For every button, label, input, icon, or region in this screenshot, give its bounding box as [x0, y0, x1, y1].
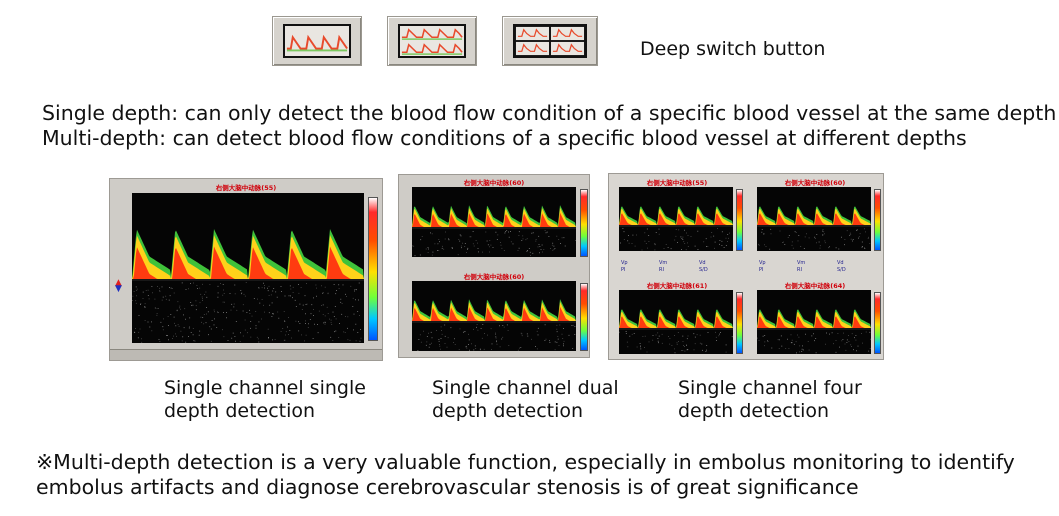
caption-quad-line2: depth detection: [678, 400, 830, 422]
doppler-spectrum-3: [619, 290, 733, 354]
vessel-title-2: 右侧大脑中动脉(60): [784, 179, 846, 187]
note-line1: ※Multi-depth detection is a very valuabl…: [36, 450, 1015, 474]
param-vm: Vm: [659, 260, 668, 266]
single-depth-button[interactable]: [272, 16, 362, 66]
flow-direction-icon: ▼: [115, 284, 122, 294]
caption-single-line2: depth detection: [164, 400, 316, 422]
caption-single: Single channel single depth detection: [164, 377, 366, 423]
caption-dual-line2: depth detection: [432, 400, 584, 422]
param-vp: Vp: [621, 260, 628, 266]
color-scale-bar-bottom: [580, 283, 588, 351]
param-vd-2: Vd: [837, 260, 844, 266]
multi-depth-description: Multi-depth: can detect blood flow condi…: [42, 126, 967, 150]
significance-note: ※Multi-depth detection is a very valuabl…: [36, 450, 1015, 500]
color-scale-bar-4: [874, 292, 881, 354]
quad-waveform-icon: [513, 24, 587, 58]
doppler-spectrum-bottom: [412, 281, 576, 351]
param-ri-2: RI: [797, 267, 802, 273]
color-scale-bar: [368, 197, 378, 341]
param-pi-2: PI: [759, 267, 764, 273]
spectrum-trace-bottom: [412, 299, 576, 351]
switch-button-label: Deep switch button: [640, 38, 826, 60]
waveform-icon: [283, 24, 351, 58]
single-depth-screen: 右侧大脑中动脉(55) ▲ ▼: [109, 178, 383, 361]
note-line2: embolus artifacts and diagnose cerebrova…: [36, 475, 859, 499]
spectrum-trace-top: [412, 205, 576, 257]
param-ri: RI: [659, 267, 664, 273]
spectrum-trace: [132, 229, 364, 343]
vessel-title-top: 右侧大脑中动脉(60): [463, 179, 525, 187]
color-scale-bar-top: [580, 189, 588, 257]
param-vd: Vd: [699, 260, 706, 266]
caption-quad-line1: Single channel four: [678, 377, 862, 399]
doppler-spectrum: [132, 193, 364, 343]
doppler-spectrum-top: [412, 187, 576, 257]
param-pi: PI: [621, 267, 626, 273]
caption-single-line1: Single channel single: [164, 377, 366, 399]
dual-depth-button[interactable]: [387, 16, 477, 66]
caption-dual: Single channel dual depth detection: [432, 377, 619, 423]
vessel-title-1: 右侧大脑中动脉(55): [646, 179, 708, 187]
caption-quad: Single channel four depth detection: [678, 377, 862, 423]
doppler-spectrum-1: [619, 187, 733, 251]
color-scale-bar-2: [874, 189, 881, 251]
param-sd: S/D: [699, 267, 708, 273]
vessel-title-3: 右侧大脑中动脉(61): [646, 282, 708, 290]
color-scale-bar-3: [736, 292, 743, 354]
color-scale-bar-1: [736, 189, 743, 251]
param-vp-2: Vp: [759, 260, 766, 266]
doppler-spectrum-2: [757, 187, 871, 251]
vessel-title-bottom: 右侧大脑中动脉(60): [463, 273, 525, 281]
dual-depth-screen: 右侧大脑中动脉(60) 右侧大脑中动脉(60): [398, 174, 590, 358]
param-sd-2: S/D: [837, 267, 846, 273]
vessel-title-4: 右侧大脑中动脉(64): [784, 282, 846, 290]
quad-depth-button[interactable]: [502, 16, 598, 66]
flow-direction-icon: ▲: [115, 278, 122, 288]
doppler-spectrum-4: [757, 290, 871, 354]
vessel-title: 右侧大脑中动脉(55): [215, 184, 277, 192]
single-depth-description: Single depth: can only detect the blood …: [42, 101, 1057, 125]
quad-depth-screen: 右侧大脑中动脉(55) 右侧大脑中动脉(60) Vp Vm Vd PI RI S…: [608, 173, 884, 360]
dual-waveform-icon: [398, 24, 466, 58]
caption-dual-line1: Single channel dual: [432, 377, 619, 399]
param-vm-2: Vm: [797, 260, 806, 266]
scroll-bar[interactable]: [110, 349, 382, 360]
